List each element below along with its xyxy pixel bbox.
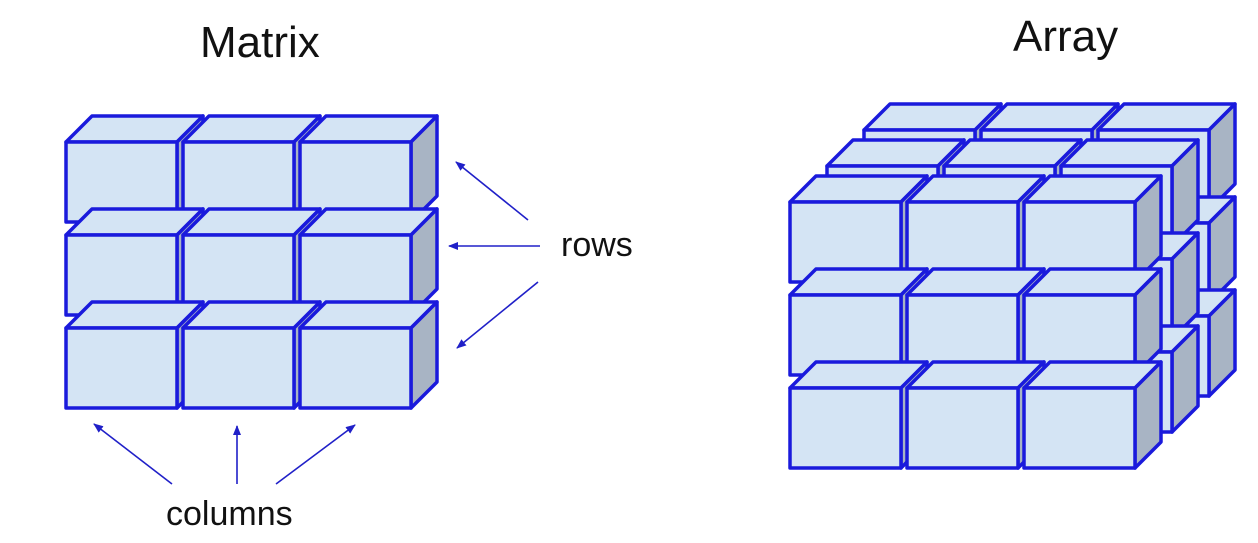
cube-front-face bbox=[788, 386, 903, 470]
matrix-cell-cube bbox=[298, 300, 439, 410]
rows-arrow-bottom bbox=[456, 281, 539, 349]
cube-front-face bbox=[1022, 386, 1137, 470]
columns-arrow-right bbox=[275, 424, 356, 485]
array-title: Array bbox=[1013, 12, 1119, 61]
matrix-cell-cube bbox=[298, 207, 439, 317]
rows-label: rows bbox=[561, 226, 633, 264]
cube-front-face bbox=[64, 326, 179, 410]
matrix-cell-cube bbox=[298, 114, 439, 224]
cube-front-face bbox=[181, 326, 296, 410]
cube-front-face bbox=[298, 326, 413, 410]
array-cell-cube bbox=[1022, 174, 1163, 284]
columns-arrow-left bbox=[93, 423, 173, 485]
matrix-diagram bbox=[64, 114, 439, 410]
array-cell-cube bbox=[1022, 267, 1163, 377]
array-diagram bbox=[788, 102, 1237, 470]
rows-arrow-top bbox=[455, 161, 529, 221]
array-cell-cube bbox=[1022, 360, 1163, 470]
arrows bbox=[93, 161, 540, 485]
columns-label: columns bbox=[166, 495, 293, 533]
cube-front-face bbox=[905, 386, 1020, 470]
matrix-title: Matrix bbox=[200, 18, 320, 67]
array-cell-cube bbox=[905, 267, 1046, 377]
